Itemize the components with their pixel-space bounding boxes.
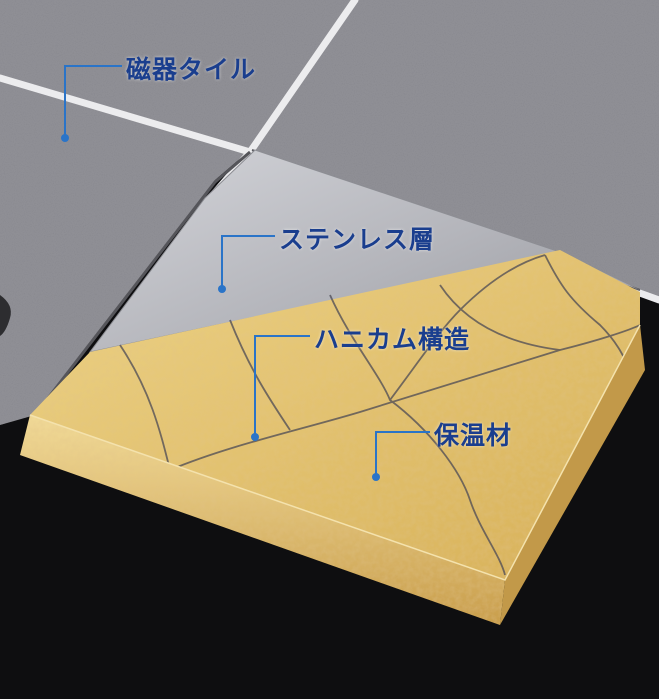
leader-stainless	[221, 235, 275, 288]
leader-honeycomb	[254, 335, 310, 436]
honeycomb-lines	[119, 254, 641, 576]
label-stainless-layer: ステンレス層	[279, 225, 436, 254]
leader-dot-stainless	[218, 285, 226, 293]
insulation-edge-front	[20, 415, 505, 625]
leader-insulation	[375, 431, 430, 476]
grout-lines	[0, 0, 659, 304]
leader-tile	[64, 65, 122, 137]
leader-dot-tile	[61, 134, 69, 142]
insulation-top	[30, 250, 640, 580]
insulation-edge-right	[500, 325, 645, 625]
leader-dot-insulation	[372, 473, 380, 481]
leader-dot-honeycomb	[251, 433, 259, 441]
label-porcelain-tile: 磁器タイル	[126, 55, 257, 84]
label-honeycomb-structure: ハニカム構造	[314, 325, 471, 354]
label-insulation: 保温材	[434, 421, 513, 450]
edge-object	[0, 295, 11, 336]
